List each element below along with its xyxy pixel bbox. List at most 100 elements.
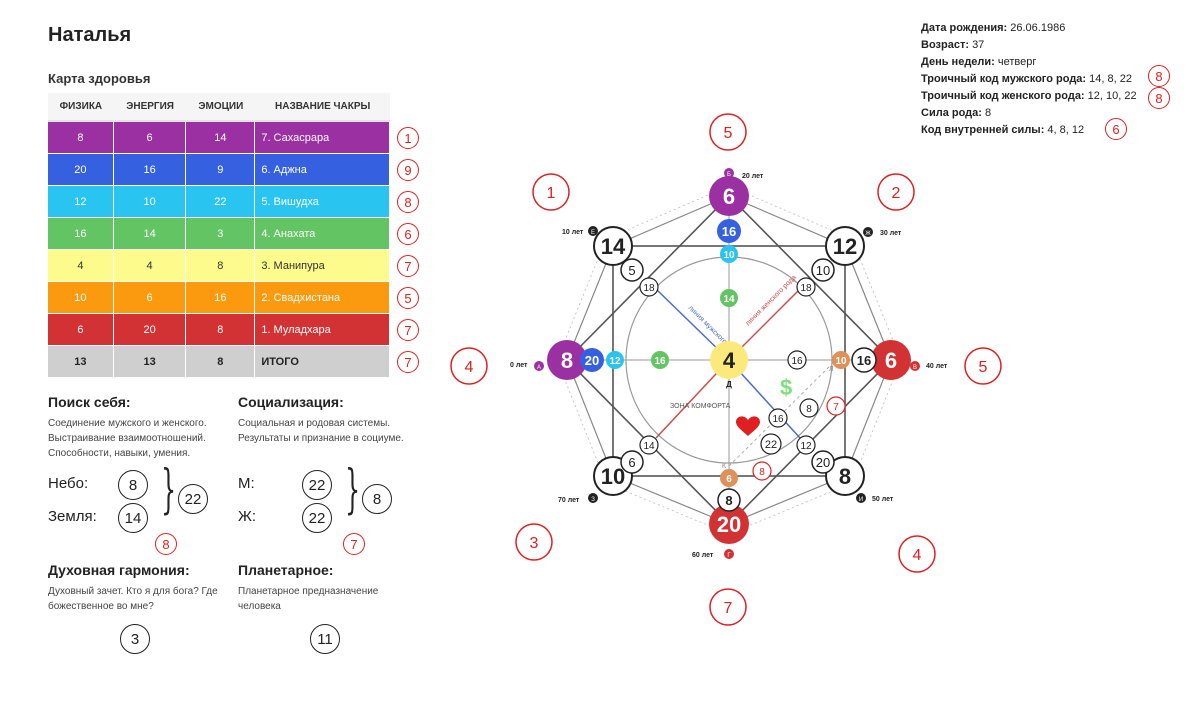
outer-red-top-value: 5 [724,125,733,142]
earth-label: Земля: [48,508,97,525]
outer-red-top: 5 [709,113,747,151]
letter-inner-right: Л [829,366,834,373]
birth-row: Дата рождения: 26.06.1986 [921,20,1137,37]
health-total-physics: 13 [48,346,114,378]
chakra-sum-red: 9 [397,159,419,181]
outer-red-bottom: 7 [709,588,747,626]
letter-top: Б [724,168,734,178]
node-bottom-inner: 8 [717,488,741,512]
health-cell-emotions: 16 [186,282,256,314]
sky-label: Небо: [48,475,89,492]
clan-value: 8 [985,107,992,119]
outer-red-right: 5 [964,347,1002,385]
destiny-matrix-svg: линия мужского рода линия женского рода … [450,113,1002,626]
self-search-sum: 22 [178,484,208,514]
node-right: 6 [871,340,911,380]
health-total-label: ИТОГО [255,346,390,378]
node-bottom: 20 [709,504,749,544]
letter-bottom: Г [724,549,734,559]
node-top-right-inner-value: 10 [816,263,830,278]
health-cell-physics: 10 [48,282,114,314]
spiritual-title: Духовная гармония: [48,562,190,578]
node-right-inner-value: 16 [857,353,871,368]
letter-bottom-value: Г [727,553,731,559]
node-bottom-value: 20 [717,512,741,537]
column-header-physics: ФИЗИКА [48,93,114,122]
node-right-inner2: 10 [832,351,850,369]
self-search-brace: } [161,460,176,520]
clan-row: Сила рода: 8 [921,105,1137,122]
weekday-row: День недели: четверг [921,54,1137,71]
chakra-sum-red: 7 [397,255,419,277]
inner-red-bottom: 8 [752,461,772,481]
node-left-value: 8 [561,348,573,373]
health-cell-physics: 4 [48,250,114,282]
outer-red-bottom-right: 4 [898,535,936,573]
node-top-left-inner2: 18 [639,277,659,297]
age-label-bottom-left: 70 лет [558,497,580,504]
letter-left: А [534,361,544,371]
health-cell-chakra: 3. Манипура [255,250,390,282]
letter-inner-bottom: К [722,463,727,470]
money-b-value: 16 [772,414,784,425]
outer-red-bottom-left-value: 3 [530,535,539,552]
spiritual-desc: Духовный зачет. Кто я для бога? Где боже… [48,586,218,612]
letter-bottom-left: З [588,493,598,503]
age-value: 37 [972,39,985,51]
money-a-node: 8 [799,398,819,418]
socialization-title: Социализация: [238,394,344,410]
node-center: 4Д [710,341,748,389]
health-cell-emotions: 8 [186,250,256,282]
health-cell-chakra: 6. Аджна [255,154,390,186]
health-map-title: Карта здоровья [48,71,151,86]
node-bottom-inner2: 6 [720,469,738,487]
letter-top-right-value: Ж [865,231,871,237]
letter-bottom-right: И [856,493,866,503]
health-cell-chakra: 2. Свадхистана [255,282,390,314]
node-top-inner2-value: 10 [723,250,735,261]
outer-red-left-value: 4 [465,359,474,376]
letter-top-left-value: Е [591,230,595,236]
letter-right: В [910,361,920,371]
female-code-red: 8 [1148,87,1170,109]
chakra-sum-red: 1 [397,127,419,149]
health-cell-physics: 20 [48,154,114,186]
node-left-mid: 16 [651,351,669,369]
health-cell-energy: 10 [113,186,187,218]
inner-label: Код внутренней силы: [921,124,1045,136]
health-cell-energy: 6 [113,122,187,154]
female-value: 22 [302,503,332,533]
letter-right-value: В [913,365,917,371]
node-right-inner2-value: 10 [835,356,847,367]
node-bottom-inner2-value: 6 [726,474,732,485]
node-bottom-left-value: 10 [601,464,625,489]
node-top-left: 14 [593,226,633,266]
node-center-value: 4 [723,348,736,373]
self-search-title: Поиск себя: [48,394,131,410]
node-bottom-right-value: 8 [839,464,851,489]
age-label-left: 0 лет [510,362,528,369]
health-cell-chakra: 7. Сахасрара [255,122,390,154]
inner-red-right: 7 [826,396,846,416]
chakra-sum-red: 5 [397,287,419,309]
node-right-mid: 16 [787,350,807,370]
age-row: Возраст: 37 [921,37,1137,54]
health-cell-physics: 12 [48,186,114,218]
outer-red-top-right-value: 2 [892,185,901,202]
letter-top-left: Е [588,226,598,236]
outer-red-top-left: 1 [532,173,570,211]
column-header-chakra: НАЗВАНИЕ ЧАКРЫ [255,93,390,122]
female-code-value: 12, 10, 22 [1087,90,1137,102]
outer-red-bottom-right-value: 4 [913,547,922,564]
node-left-inner2: 12 [606,351,624,369]
age-label-top: 20 лет [742,173,764,180]
node-right-inner: 16 [851,347,877,373]
comfort-dash-line [728,359,837,467]
self-search-red: 8 [155,533,177,555]
socialization-desc: Социальная и родовая системы. Результаты… [238,418,404,444]
birth-label: Дата рождения: [921,22,1008,34]
